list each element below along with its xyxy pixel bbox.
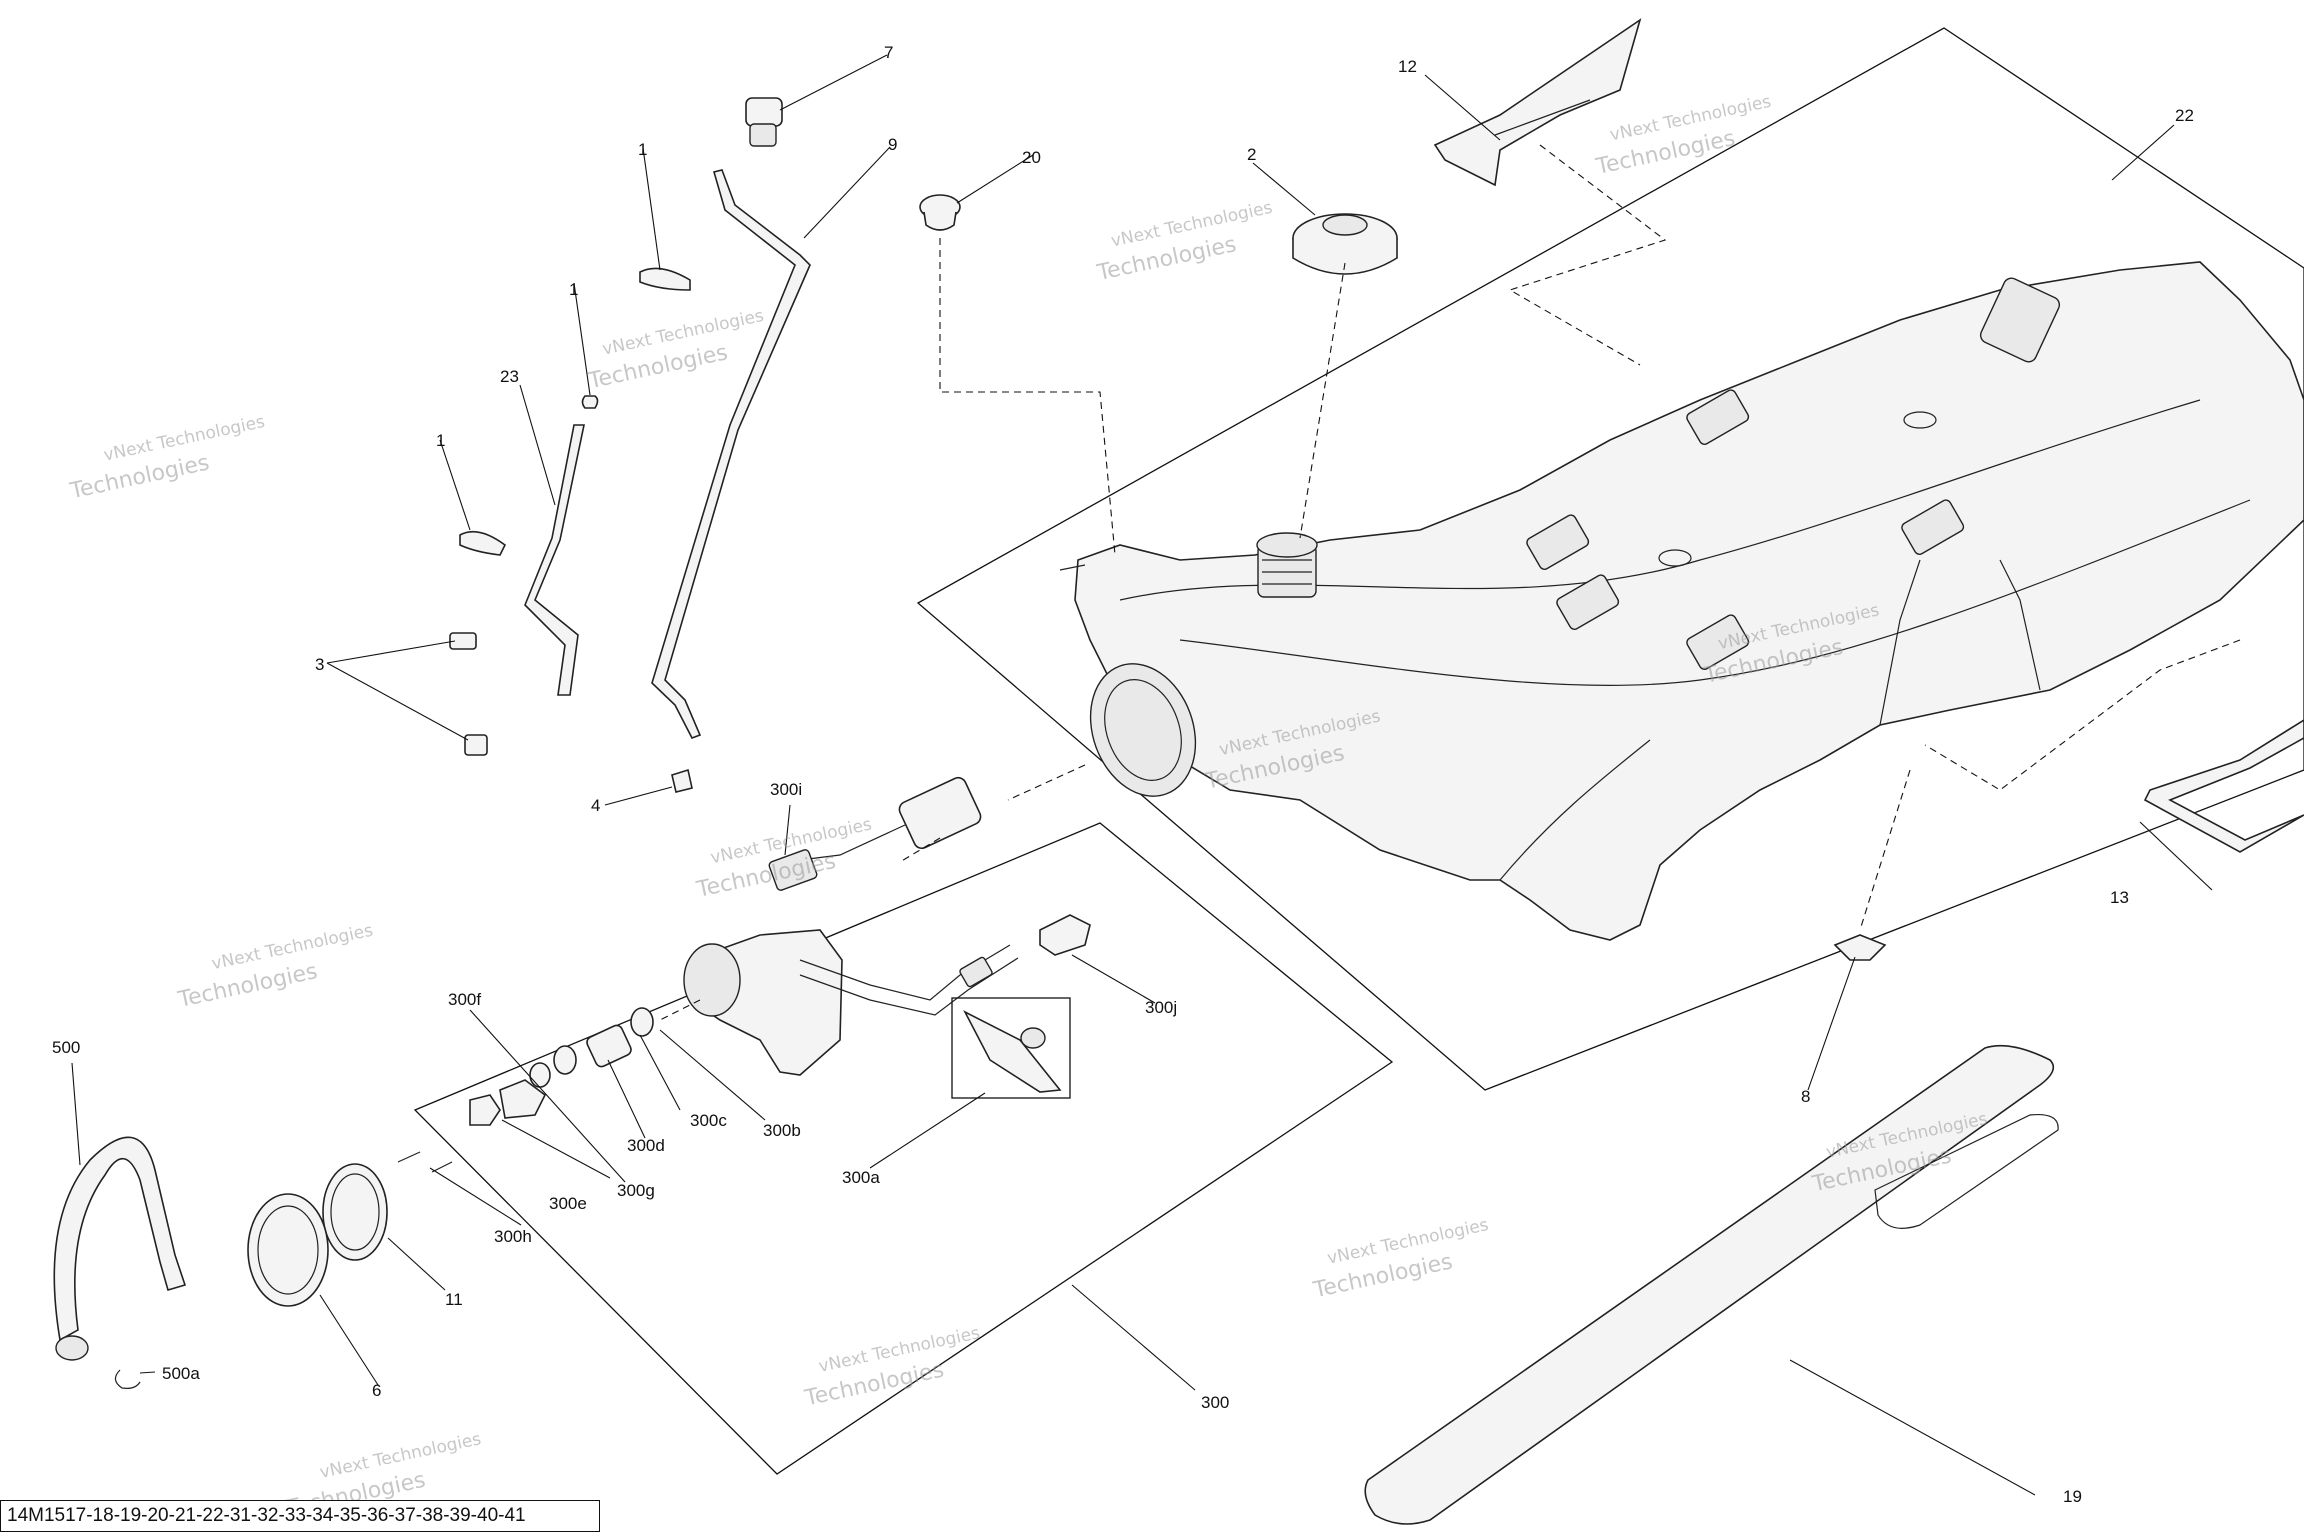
callout-300e: 300e: [549, 1194, 587, 1213]
level-sender-part-300i: [768, 776, 982, 891]
fuel-cap-part-2: [1292, 213, 1398, 275]
callout-2: 2: [1247, 145, 1256, 164]
filter-part-300d: [586, 1024, 632, 1068]
callout-22: 22: [2175, 106, 2194, 125]
bracket-part-12: [1433, 18, 1642, 187]
callout-11: 11: [445, 1290, 463, 1309]
callout-labels: 7 9 1 1 23 1 3 4 20 2 12 22 13 8 19 300 …: [52, 43, 2194, 1506]
callout-20: 20: [1022, 148, 1041, 167]
callout-300j: 300j: [1145, 998, 1177, 1017]
screw-part-300h-a: [397, 1151, 421, 1163]
callout-300i: 300i: [770, 780, 802, 799]
valve-part-7: [745, 97, 783, 147]
callout-300: 300: [1201, 1393, 1229, 1412]
assembly-box-22: [916, 27, 2304, 1091]
callout-300d: 300d: [627, 1136, 665, 1155]
callout-12: 12: [1398, 57, 1417, 76]
callout-300a: 300a: [842, 1168, 880, 1187]
lock-ring-part-6: [247, 1193, 329, 1307]
callout-300h: 300h: [494, 1227, 532, 1246]
callout-9: 9: [888, 135, 897, 154]
callout-300g: 300g: [617, 1181, 655, 1200]
strainer-part-300j: [1039, 914, 1091, 956]
callout-23: 23: [500, 367, 519, 386]
callout-1: 1: [638, 140, 647, 159]
callout-300b: 300b: [763, 1121, 801, 1140]
callout-4: 4: [591, 796, 600, 815]
callout-1: 1: [569, 280, 578, 299]
seal-ring-part-11: [322, 1163, 388, 1261]
clamp-part-1c: [459, 530, 507, 556]
detail-box-part-300a: [951, 997, 1071, 1099]
clip-part-3a: [449, 632, 477, 650]
callout-500a: 500a: [162, 1364, 200, 1383]
dashed-assembly-lines: [659, 144, 2241, 1021]
callout-300c: 300c: [690, 1111, 727, 1130]
fuel-tank: [1059, 261, 2304, 941]
screw-part-300h-b: [431, 1161, 453, 1173]
grommet-part-20: [919, 194, 961, 231]
callout-8: 8: [1801, 1087, 1810, 1106]
clip-part-500a: [114, 1369, 141, 1389]
fitting-part-300e: [469, 1094, 501, 1126]
bracket-part-13: [2143, 719, 2304, 853]
clip-part-4: [671, 768, 693, 793]
callout-300f: 300f: [448, 990, 481, 1009]
leader-lines: [71, 54, 2213, 1496]
fastener-part-8: [1833, 934, 1887, 961]
callout-6: 6: [372, 1381, 381, 1400]
o-ring-part-300g-a: [553, 1045, 577, 1075]
callout-3: 3: [315, 655, 324, 674]
hose-part-23: [524, 424, 585, 696]
hose-part-9: [651, 169, 811, 739]
clip-part-3b: [464, 734, 488, 756]
assembly-box-300: [413, 822, 1394, 1475]
clamp-part-1a: [639, 267, 691, 291]
pad-part-19: [1364, 1044, 2059, 1525]
o-ring-part-300c: [630, 1007, 654, 1037]
clamp-part-1b: [581, 395, 599, 409]
drawing-code-label: 14M1517-18-19-20-21-22-31-32-33-34-35-36…: [0, 1500, 600, 1532]
fuel-pump-part-300b: [683, 929, 1019, 1076]
callout-1: 1: [436, 431, 445, 450]
callout-500: 500: [52, 1038, 80, 1057]
fitting-part-300f: [499, 1079, 547, 1119]
o-ring-part-300g-b: [529, 1062, 551, 1088]
hose-part-500: [53, 1136, 187, 1342]
callout-7: 7: [884, 43, 893, 62]
callout-13: 13: [2110, 888, 2129, 907]
callout-19: 19: [2063, 1487, 2082, 1506]
